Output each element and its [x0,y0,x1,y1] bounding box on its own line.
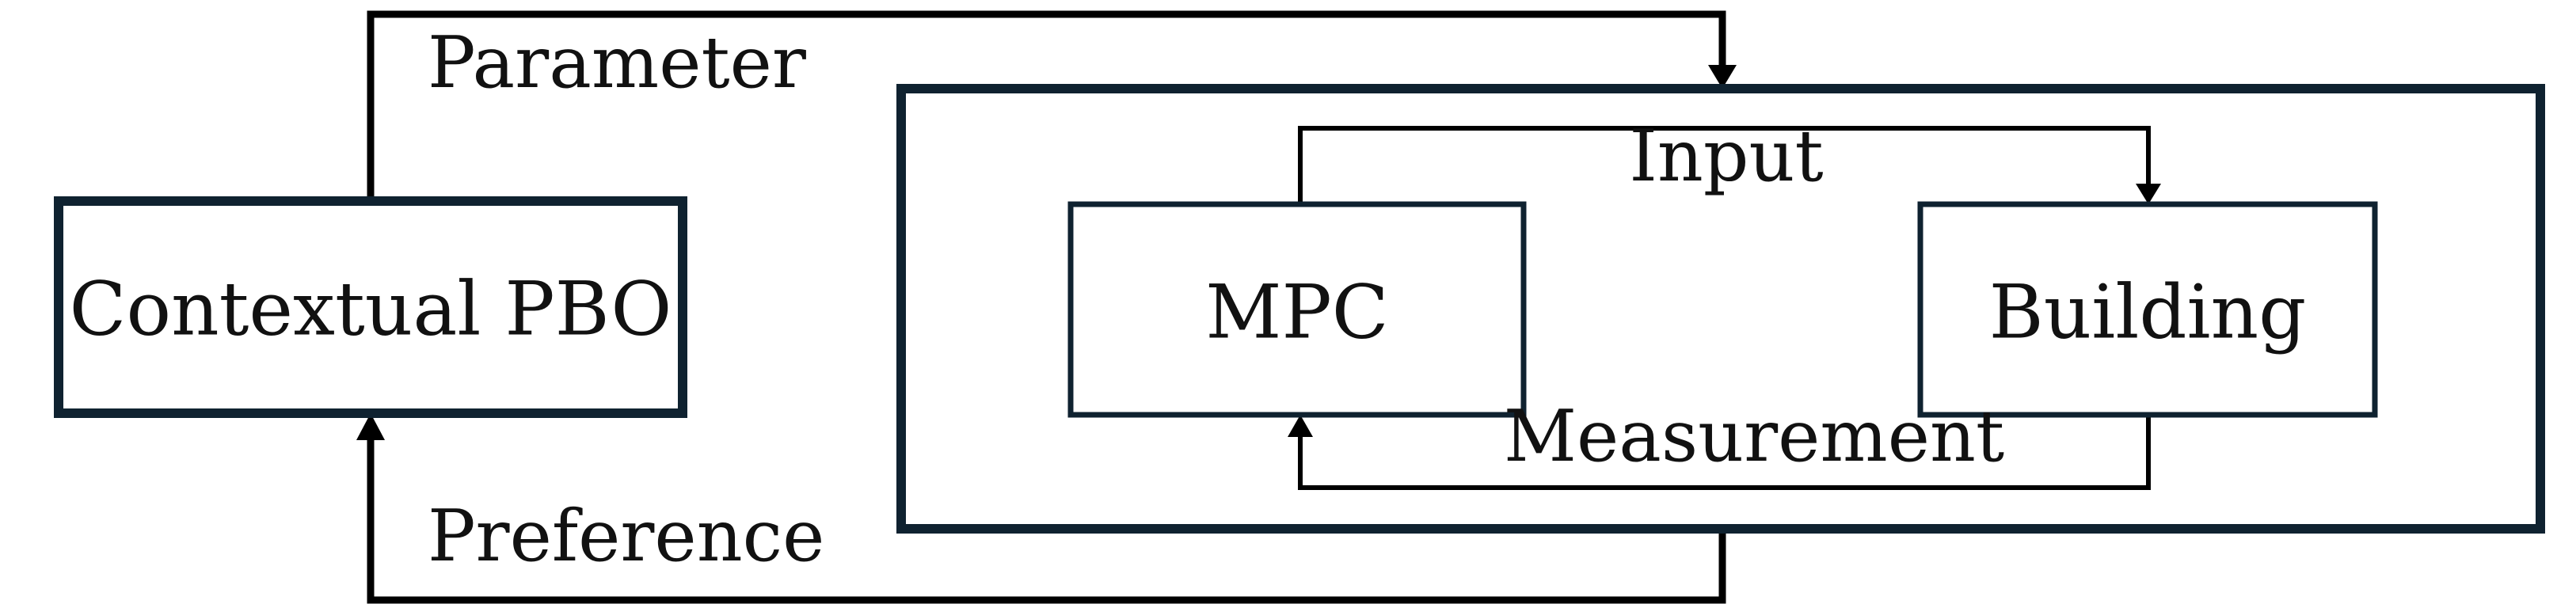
preference-arrowhead [356,413,385,440]
parameter-label: Parameter [428,21,807,104]
building-block [1917,201,2378,418]
measurement-wire [1298,415,2151,490]
preference-label: Preference [428,495,824,578]
mpc-label: MPC [1205,269,1388,355]
parameter-wire [367,10,1726,201]
measurement-label: Measurement [1504,395,2004,478]
input-wire [1298,126,2151,204]
mpc-block [1067,201,1527,418]
parameter-arrowhead [1708,65,1737,89]
contextual-pbo-block [54,196,687,418]
measurement-arrowhead [1288,415,1313,437]
contextual-pbo-label: Contextual PBO [70,266,672,352]
preference-wire [367,434,1726,604]
input-label: Input [1629,115,1823,198]
input-arrowhead [2136,184,2161,204]
building-label: Building [1989,269,2307,355]
